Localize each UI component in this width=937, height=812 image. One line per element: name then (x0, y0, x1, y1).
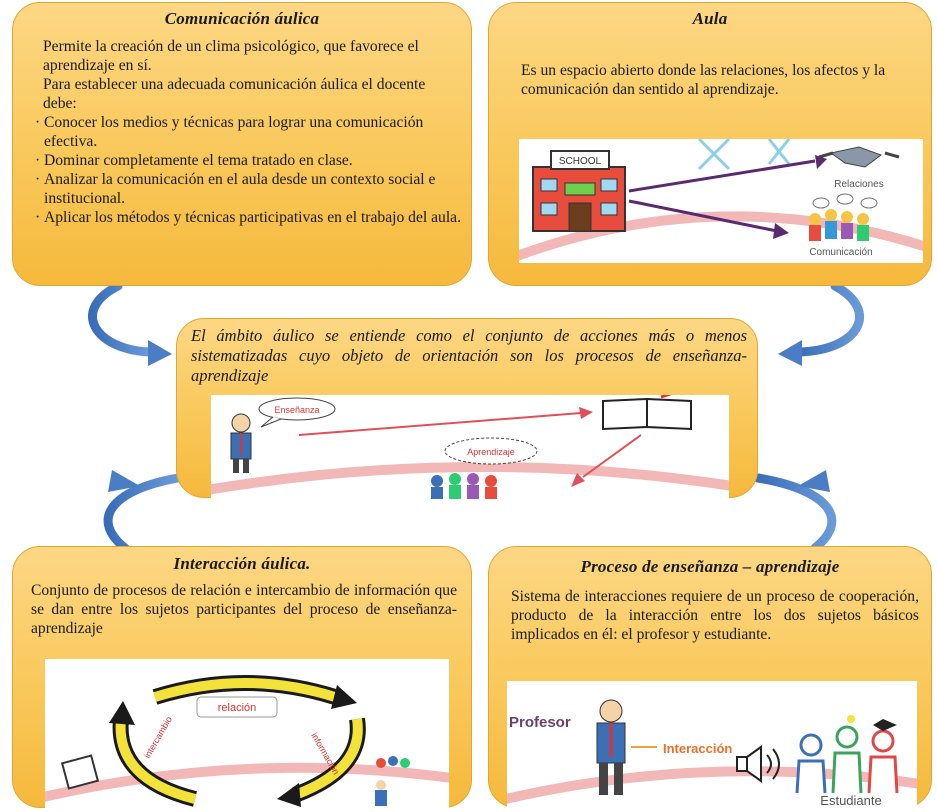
school-sign-text: SCHOOL (559, 156, 602, 167)
bullet-mark: · (35, 171, 41, 188)
arrow-top-right-to-center (778, 281, 864, 366)
intro-text: Permite la creación de un clima psicológ… (43, 38, 419, 74)
box-body: Permite la creación de un clima psicológ… (35, 37, 461, 227)
box-body: Conjunto de procesos de relación e inter… (31, 582, 457, 637)
bubble-ensenanza-text: Enseñanza (274, 405, 319, 415)
cycle-label-relacion: relación (196, 696, 278, 718)
handshake-icon (818, 146, 900, 168)
interaccion-cycle-illustration: relación intercambio información (45, 659, 449, 809)
bullet-text: Analizar la comunicación en el aula desd… (44, 171, 436, 207)
box-ambito-aulico: El ámbito áulico se entiende como el con… (176, 318, 758, 499)
book-icon (602, 395, 692, 431)
bullet-text: Conocer los medios y técnicas para logra… (44, 114, 424, 150)
students-figures-icon (795, 715, 899, 794)
bullet-mark: · (35, 114, 41, 131)
arrow-top-left-to-center (88, 281, 172, 366)
speaker-icon (736, 745, 780, 783)
box-body: El ámbito áulico se entiende como el con… (191, 326, 747, 385)
bullet-item: · Aplicar los métodos y técnicas partici… (35, 208, 461, 227)
aula-illustration: SCHOOL Relaciones (519, 139, 923, 263)
bullet-mark: · (35, 152, 41, 169)
cycle-label-intercambio: intercambio (142, 715, 174, 760)
lead-text: Para establecer una adecuada comunicació… (43, 76, 426, 112)
box-body: Es un espacio abierto donde las relacion… (521, 62, 886, 98)
box-title: Interacción áulica. (173, 554, 311, 573)
svg-text:intercambio: intercambio (142, 715, 174, 760)
svg-text:relación: relación (218, 702, 257, 714)
speech-bubble-ensenanza: Enseñanza (258, 397, 336, 428)
speech-bubble-aprendizaje: Aprendizaje (444, 437, 538, 465)
box-comunicacion-aulica: Comunicación áulica Permite la creación … (12, 2, 472, 286)
people-small-icon (375, 756, 410, 806)
box-title: Comunicación áulica (164, 9, 320, 28)
people-group-icon (809, 193, 878, 241)
bullet-item: · Conocer los medios y técnicas para log… (35, 113, 461, 151)
box-interaccion-aulica: Interacción áulica. Conjunto de procesos… (12, 546, 472, 809)
bullet-item: · Analizar la comunicación en el aula de… (35, 170, 461, 208)
box-body: Sistema de interacciones requiere de un … (511, 588, 919, 643)
profesor-estudiante-illustration: Profesor Interacción (507, 681, 917, 809)
interaccion-label: Interacción (663, 741, 732, 756)
profesor-label: Profesor (509, 714, 571, 731)
ensenanza-illustration: Enseñanza Aprendizaje (211, 395, 729, 499)
arrow-center-to-bottom-left (103, 470, 183, 553)
bullet-list: · Conocer los medios y técnicas para log… (35, 113, 461, 227)
relation-arrows (628, 155, 827, 239)
bullet-item: · Dominar completamente el tema tratado … (35, 151, 461, 170)
estudiante-label: Estudiante (820, 793, 881, 808)
teacher-icon (230, 413, 252, 473)
box-proceso-ensenanza: Proceso de enseñanza – aprendizaje Siste… (488, 546, 932, 809)
bubble-aprendizaje-text: Aprendizaje (467, 447, 515, 457)
students-icon (431, 473, 497, 499)
teacher-figure-icon (596, 699, 626, 795)
relaciones-label: Relaciones (834, 179, 883, 190)
school-icon: SCHOOL (532, 150, 626, 232)
comunicacion-label: Comunicación (809, 247, 872, 258)
box-title: Proceso de enseñanza – aprendizaje (580, 557, 840, 576)
bullet-text: Aplicar los métodos y técnicas participa… (44, 209, 461, 226)
bullet-mark: · (35, 209, 41, 226)
bullet-text: Dominar completamente el tema tratado en… (44, 152, 353, 169)
cycle-arrows (109, 675, 366, 807)
box-aula: Aula Es un espacio abierto donde las rel… (488, 2, 932, 286)
arrow-center-to-bottom-right (753, 470, 837, 553)
box-title: Aula (692, 9, 728, 28)
paper-scroll-icon (60, 754, 100, 790)
